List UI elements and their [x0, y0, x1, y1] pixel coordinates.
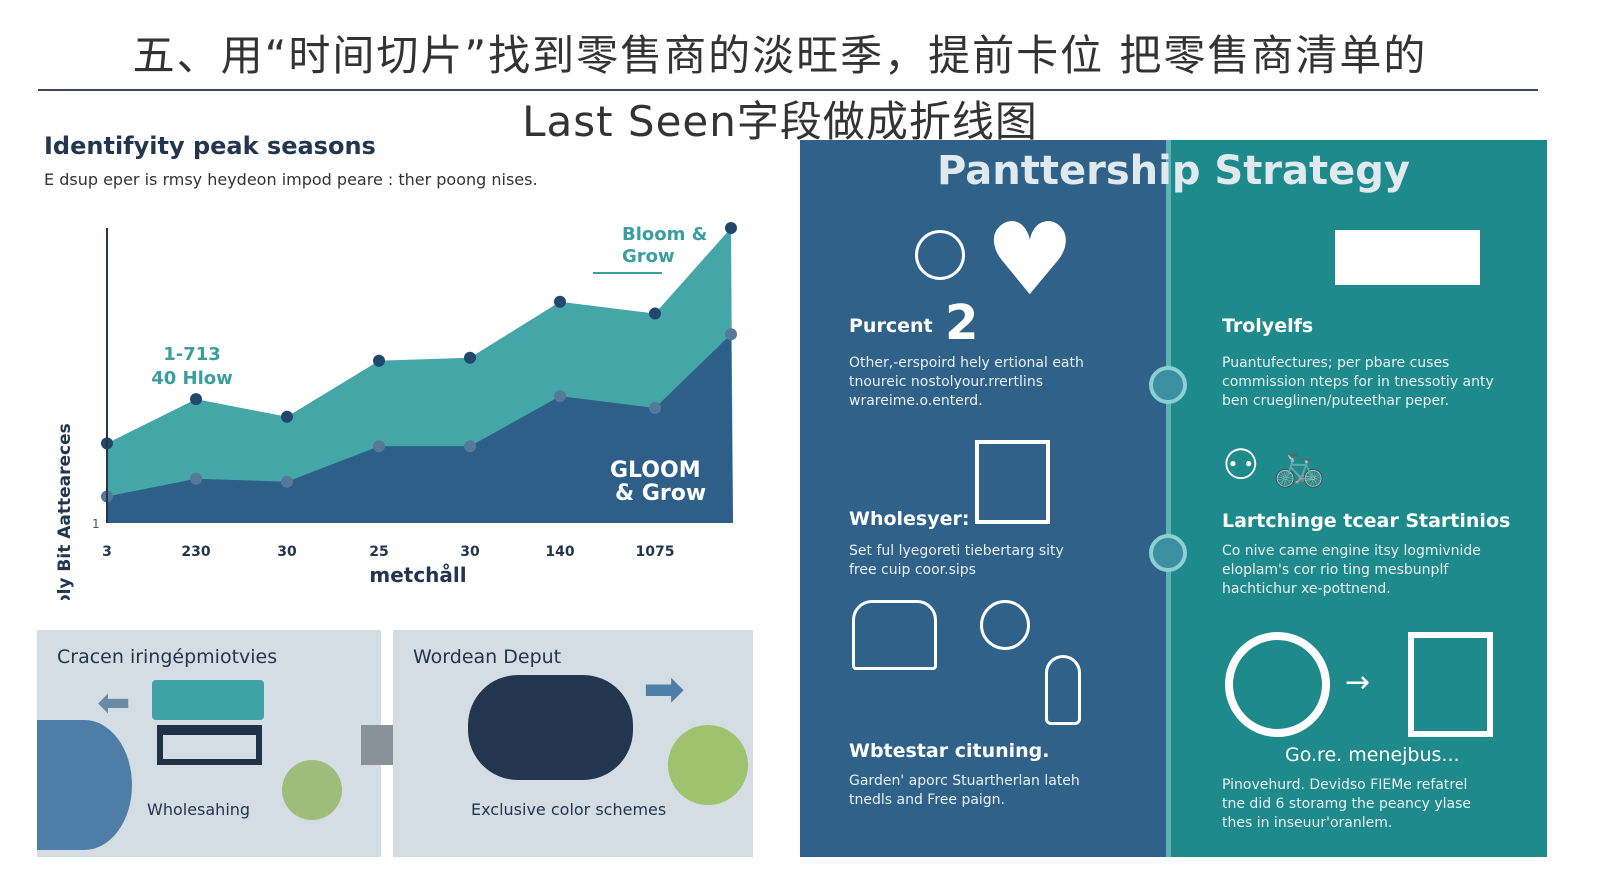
- annotation: 40 Hlow: [151, 368, 233, 389]
- card-exclusive: Wordean Deput ➡ Exclusive color schemes: [393, 630, 753, 857]
- card-caption: Exclusive color schemes: [471, 800, 667, 819]
- tree-icon: [668, 725, 748, 805]
- data-point: [281, 475, 293, 488]
- annotation: & Grow: [615, 481, 706, 506]
- globe-icon: [37, 720, 132, 850]
- timeline-line: [1166, 140, 1171, 857]
- strategy-heading: Trolyelfs: [1222, 315, 1314, 337]
- x-tick-label: 140: [545, 544, 574, 560]
- strategy-body-line: Other,-erspoird hely ertional eath: [849, 355, 1084, 371]
- calendar-icon: [1408, 632, 1493, 737]
- strategy-heading: Wbtestar cituning.: [849, 740, 1050, 762]
- data-point: [649, 401, 661, 414]
- clock-icon: [1225, 632, 1330, 737]
- floral-cloud-icon: [468, 675, 633, 780]
- annotation: 1-713: [163, 344, 221, 365]
- data-point: [373, 440, 385, 453]
- data-point: [464, 351, 476, 364]
- strategy-heading: Go.re. menejbus...: [1285, 744, 1460, 766]
- x-tick-label: 1075: [636, 544, 675, 560]
- data-point: [190, 393, 202, 406]
- strategy-body-line: eloplam's cor rio ting mesbunplf: [1222, 562, 1449, 578]
- strategy-body-line: commission nteps for in tnessotiy anty: [1222, 374, 1494, 390]
- x-tick-label: 25: [369, 544, 388, 560]
- x-tick-label: 30: [460, 544, 480, 560]
- strategy-body-line: Puantufectures; per pbare cuses: [1222, 355, 1450, 371]
- area-series-2: [107, 334, 733, 523]
- strategy-body-line: hachtichur xe-pottnend.: [1222, 581, 1391, 597]
- page-title-line1: 五、用“时间切片”找到零售商的淡旺季，提前卡位 把零售商清单的: [132, 31, 1428, 80]
- strategy-body-line: Garden' aporc Stuartherlan lateh: [849, 773, 1080, 789]
- annotation: GLOOM: [610, 458, 701, 483]
- data-point: [725, 328, 737, 341]
- data-point: [373, 354, 385, 367]
- y-tick-label: 1: [92, 517, 100, 531]
- strategy-body-line: Co nive came engine itsy logmivnide: [1222, 543, 1481, 559]
- strategy-body-line: free cuip coor.sips: [849, 562, 976, 578]
- card-caption: Wholesahing: [147, 800, 251, 819]
- x-tick-label: 3: [102, 544, 112, 560]
- chart-subtitle: E dsup eper is rmsy heydeon impod peare …: [44, 170, 538, 189]
- cart-base-icon: [157, 725, 262, 765]
- annotation: Bloom &: [622, 224, 707, 245]
- arrow-right-icon: →: [1345, 665, 1371, 700]
- title-divider: [38, 89, 1538, 91]
- data-point: [554, 295, 566, 308]
- annotation: Grow: [622, 246, 675, 267]
- people-icon: [980, 600, 1030, 650]
- x-tick-label: 30: [277, 544, 297, 560]
- y-axis-label: Inbertt L.:Goly Bit Aatteareces: [55, 423, 75, 600]
- arrow-right-icon: ➡: [643, 660, 685, 718]
- strategy-panel: Panttership Strategy ♥ Purcent 2 Other,-…: [800, 140, 1547, 857]
- strategy-heading: Lartchinge tcear Startinios: [1222, 510, 1511, 532]
- timeline-node: [1149, 534, 1187, 572]
- x-axis-label: metchåll: [369, 563, 466, 587]
- strategy-title: Panttership Strategy: [937, 148, 1410, 194]
- key-icon: [1045, 655, 1081, 725]
- strategy-body-line: tnoureic nostolyour.rrertlins: [849, 374, 1043, 390]
- card-title: Cracen iringépmiotvies: [57, 646, 278, 668]
- tree-icon: [282, 760, 342, 820]
- card-title: Wordean Deput: [413, 646, 562, 668]
- data-point: [190, 472, 202, 485]
- truck-icon: [1335, 230, 1480, 285]
- strategy-body-line: tnedls and Free paign.: [849, 792, 1006, 808]
- strategy-body-line: thes in inseuur'oranlem.: [1222, 815, 1393, 831]
- data-point: [554, 390, 566, 403]
- data-point: [464, 440, 476, 453]
- strategy-body-line: Pinovehurd. Devidso FIEMe refatrel: [1222, 777, 1468, 793]
- data-point: [649, 307, 661, 320]
- timeline-node: [1149, 366, 1187, 404]
- building-icon: [975, 440, 1050, 524]
- people-icon: [852, 600, 937, 670]
- card-wholesaling: Cracen iringépmiotvies ⬅ Wholesahing: [37, 630, 381, 857]
- x-tick-label: 230: [181, 544, 210, 560]
- pin-icon: ♥: [985, 201, 1075, 318]
- strategy-left-column: [800, 140, 1168, 857]
- person-icon: [915, 230, 965, 280]
- data-point: [725, 222, 737, 234]
- strategy-body-line: wrareime.o.enterd.: [849, 393, 983, 409]
- strategy-body-line: tne did 6 storamg the peancy ylase: [1222, 796, 1472, 812]
- arrow-left-icon: ⬅: [97, 680, 131, 726]
- bicycle-icon: ⚇ 🚲: [1222, 440, 1326, 489]
- area-chart: 3 230 30 25 30 140 1075 1 metchåll Inbertt L.:Gol…: [55, 222, 737, 600]
- chart-title: Identifyity peak seasons: [44, 132, 376, 160]
- strategy-heading: Purcent: [849, 315, 933, 337]
- strategy-heading: Wholesyer:: [849, 508, 970, 530]
- data-point: [281, 410, 293, 423]
- strategy-body-line: ben crueglinen/puteethar peper.: [1222, 393, 1450, 409]
- cart-icon: [152, 680, 264, 720]
- strategy-body-line: Set ful lyegoreti tiebertarg sity: [849, 543, 1064, 559]
- big-number: 2: [945, 295, 979, 351]
- page-title-line2: Last Seen字段做成折线图: [522, 97, 1038, 146]
